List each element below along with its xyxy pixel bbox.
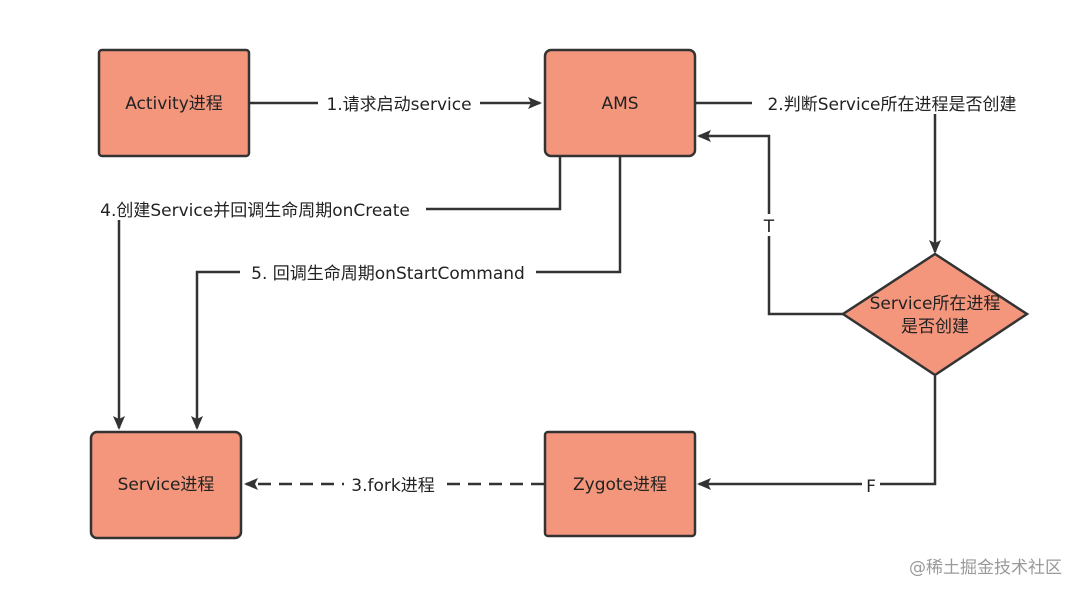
edge-fork-label: 3.fork进程 <box>351 476 434 496</box>
edge-request-start: 1.请求启动service <box>250 92 542 115</box>
node-activity-box <box>97 48 251 158</box>
edge-request-start-label: 1.请求启动service <box>326 95 471 115</box>
node-ams-box <box>543 48 697 158</box>
node-decision-label-line2: 是否创建 <box>901 317 969 337</box>
edge-check-process-label-bg <box>752 92 1032 114</box>
node-ams: AMS <box>543 48 697 158</box>
edge-branch-false-label-bg <box>862 474 880 496</box>
edge-create-service-label-bg <box>84 198 426 220</box>
edge-fork-label-bg <box>344 473 442 495</box>
edge-fork: 3.fork进程 <box>244 473 544 496</box>
edge-create-service-label: 4.创建Service并回调生命周期onCreate <box>100 201 410 221</box>
node-zygote-box <box>543 430 697 538</box>
node-service-label: Service进程 <box>118 475 215 495</box>
watermark-text: @稀土掘金技术社区 <box>909 558 1062 578</box>
edge-create-service: 4.创建Service并回调生命周期onCreate <box>84 156 562 430</box>
node-zygote-label: Zygote进程 <box>573 475 667 495</box>
edge-start-command: 5. 回调生命周期onStartCommand <box>191 156 622 430</box>
edge-branch-true: T <box>697 130 845 316</box>
edge-start-command-label-bg <box>240 261 536 283</box>
node-decision-label-line1: Service所在进程 <box>870 294 1001 314</box>
edge-branch-true-label: T <box>763 217 775 237</box>
node-service-process: Service进程 <box>89 430 243 540</box>
edge-check-process-label: 2.判断Service所在进程是否创建 <box>767 95 1016 115</box>
node-decision-diamond <box>840 252 1030 377</box>
edge-start-command-label: 5. 回调生命周期onStartCommand <box>251 264 525 284</box>
node-activity-label: Activity进程 <box>125 94 223 114</box>
edge-start-command-line <box>191 156 622 430</box>
edge-branch-true-label-bg <box>760 214 778 236</box>
node-ams-label: AMS <box>601 94 638 114</box>
edge-check-process: 2.判断Service所在进程是否创建 <box>696 92 1032 254</box>
node-decision: Service所在进程 是否创建 <box>840 252 1030 377</box>
node-zygote-process: Zygote进程 <box>543 430 697 538</box>
edge-request-start-label-bg <box>318 92 480 114</box>
node-activity-process: Activity进程 <box>97 48 251 158</box>
edge-branch-false-line <box>697 376 937 490</box>
edge-branch-false: F <box>697 376 937 497</box>
edge-branch-false-label: F <box>866 477 876 497</box>
edge-check-process-line <box>696 101 941 254</box>
edge-create-service-line <box>113 156 562 430</box>
node-service-box <box>89 430 243 540</box>
